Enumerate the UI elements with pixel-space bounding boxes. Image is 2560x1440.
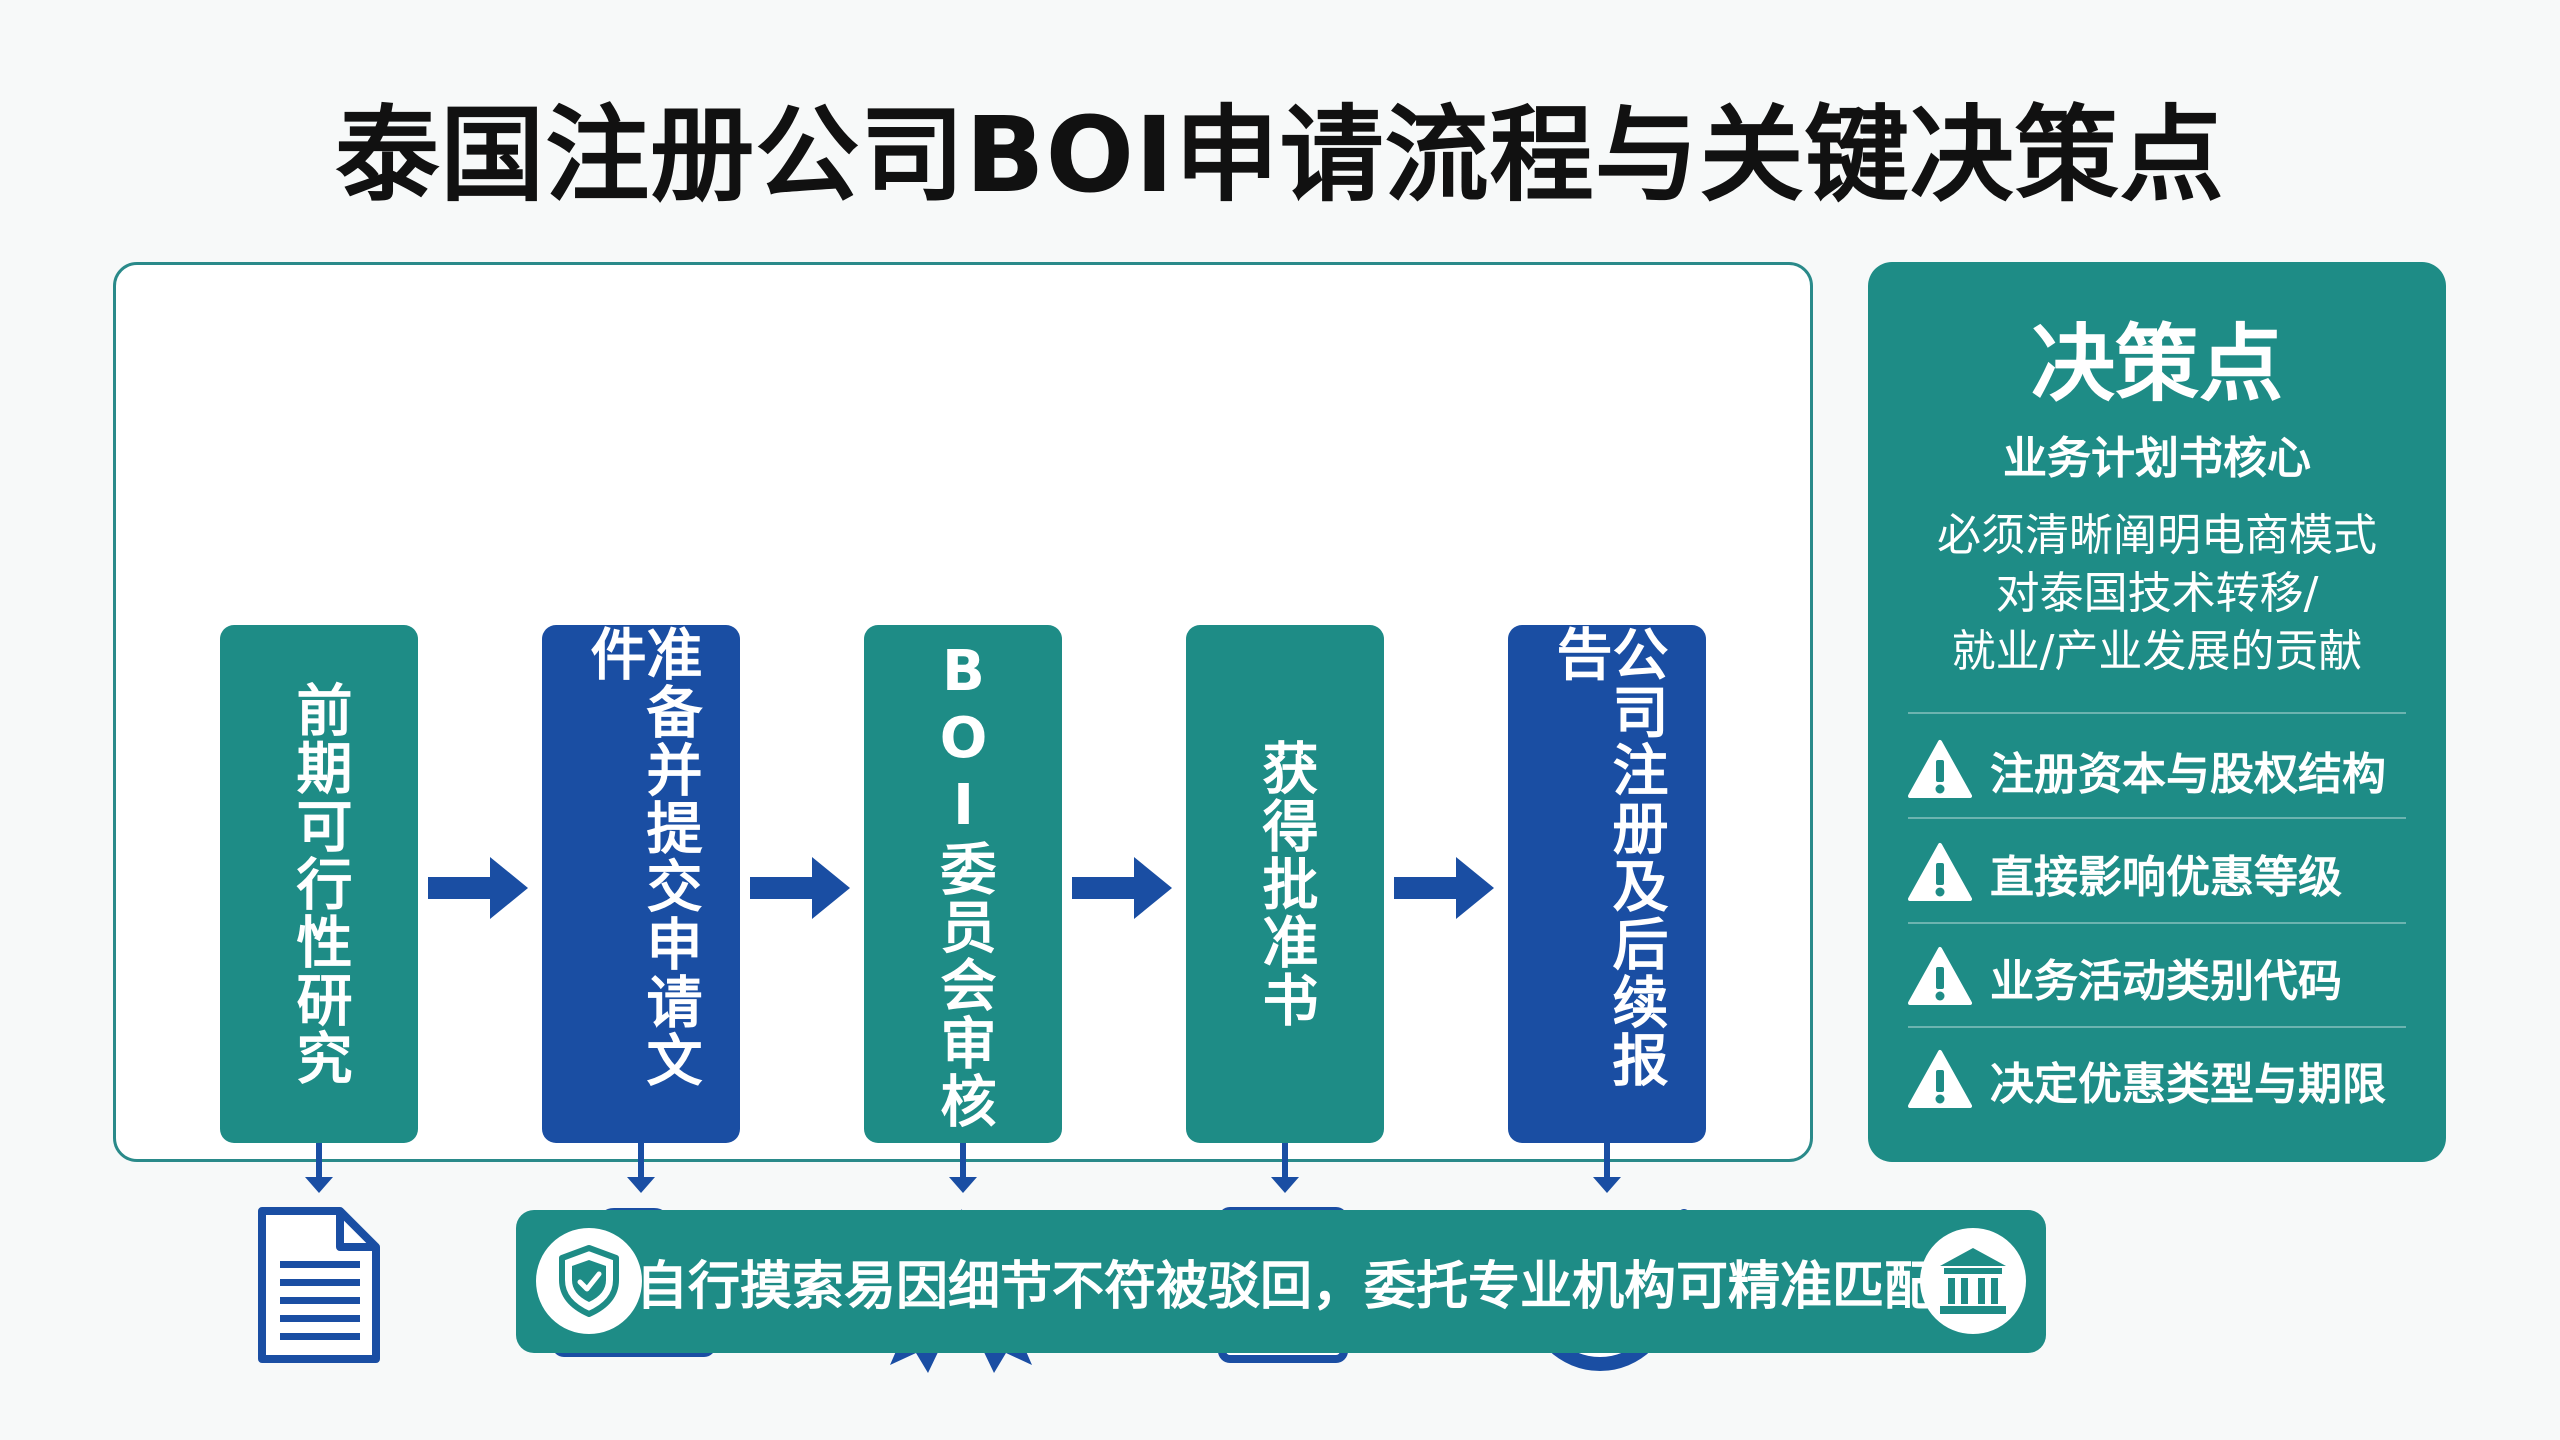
warning-icon (1908, 740, 1972, 798)
institution-icon (1920, 1228, 2026, 1334)
decision-subtitle: 业务计划书核心 (2003, 433, 2311, 484)
down-arrow-icon (627, 1143, 655, 1193)
advice-banner: 自行摸索易因细节不符被驳回，委托专业机构可精准匹配 (516, 1210, 2046, 1353)
warning-icon (1908, 947, 1972, 1005)
divider (1908, 1026, 2406, 1028)
right-arrow-icon (1394, 857, 1494, 919)
decision-item: 直接影响优惠等级 (1908, 833, 2418, 913)
down-arrow-icon (949, 1143, 977, 1193)
step-label: 前期可行性研究 (287, 681, 352, 1087)
step-obtain-approval: 获得批准书 (1186, 625, 1384, 1143)
shield-icon (536, 1228, 642, 1334)
step-label: 准备并提交申请文件 (581, 625, 702, 1089)
page-title: 泰国注册公司BOI申请流程与关键决策点 (335, 94, 2225, 216)
decision-description-line: 对泰国技术转移/ (1995, 568, 2319, 619)
right-arrow-icon (428, 857, 528, 919)
step-label: BOI委员会审核 (931, 638, 996, 1130)
down-arrow-icon (305, 1143, 333, 1193)
advice-text: 自行摸索易因细节不符被驳回，委托专业机构可精准匹配 (636, 1257, 1937, 1317)
right-arrow-icon (1072, 857, 1172, 919)
step-label: 获得批准书 (1253, 739, 1318, 1029)
divider (1908, 712, 2406, 714)
decision-points-panel: 决策点 业务计划书核心 必须清晰阐明电商模式 对泰国技术转移/ 就业/产业发展的… (1868, 262, 2446, 1162)
decision-item-label: 业务活动类别代码 (1990, 956, 2342, 1007)
step-prepare-submit-application: 准备并提交申请文件 (542, 625, 740, 1143)
decision-description-line: 必须清晰阐明电商模式 (1937, 510, 2377, 561)
right-arrow-icon (750, 857, 850, 919)
decision-item: 决定优惠类型与期限 (1908, 1040, 2418, 1120)
warning-icon (1908, 843, 1972, 901)
decision-item-label: 直接影响优惠等级 (1990, 852, 2342, 903)
step-label: 公司注册及后续报告 (1547, 625, 1668, 1089)
decision-item: 注册资本与股权结构 (1908, 730, 2418, 810)
document-icon (258, 1207, 380, 1363)
decision-description: 必须清晰阐明电商模式 对泰国技术转移/ 就业/产业发展的贡献 (1868, 507, 2446, 681)
decision-item-label: 注册资本与股权结构 (1990, 749, 2386, 800)
divider (1908, 922, 2406, 924)
decision-item: 业务活动类别代码 (1908, 937, 2418, 1017)
step-boi-committee-review: BOI委员会审核 (864, 625, 1062, 1143)
warning-icon (1908, 1050, 1972, 1108)
down-arrow-icon (1593, 1143, 1621, 1193)
divider (1908, 817, 2406, 819)
decision-item-label: 决定优惠类型与期限 (1990, 1059, 2386, 1110)
decision-title: 决策点 (2030, 315, 2283, 413)
step-feasibility-study: 前期可行性研究 (220, 625, 418, 1143)
decision-description-line: 就业/产业发展的贡献 (1951, 626, 2363, 677)
process-flow-panel: 前期可行性研究 准备并提交申请文件 BOI委员会审核 获得批准书 公司注册及后续… (113, 262, 1813, 1373)
step-company-registration-reporting: 公司注册及后续报告 (1508, 625, 1706, 1143)
down-arrow-icon (1271, 1143, 1299, 1193)
